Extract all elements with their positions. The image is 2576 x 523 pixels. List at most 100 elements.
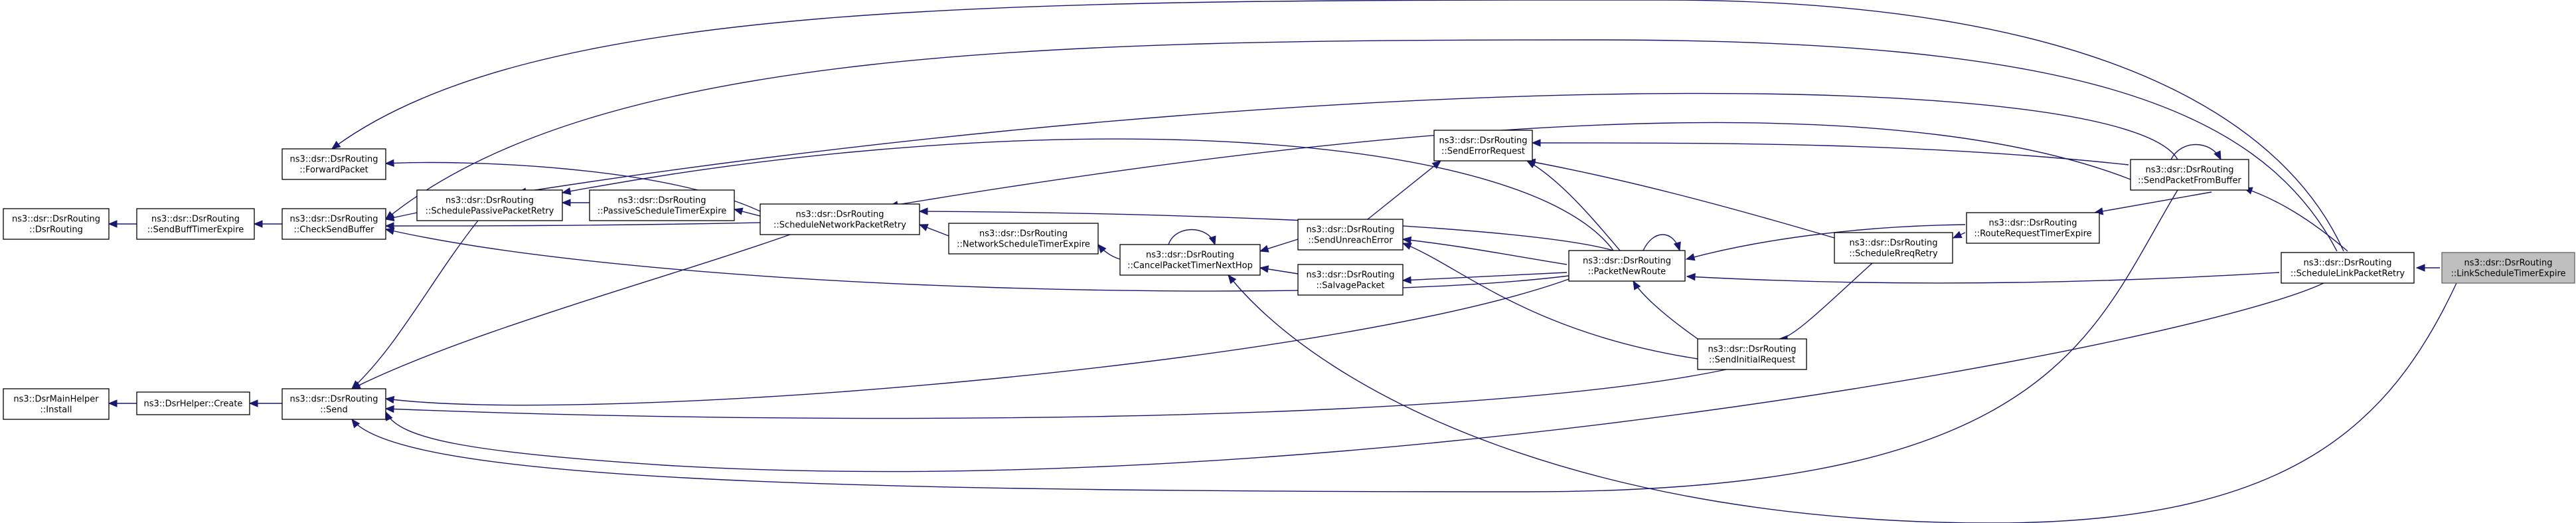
edge-line: [2170, 144, 2221, 160]
edge-arrowhead: [108, 399, 118, 407]
node-sue[interactable]: ns3::dsr::DsrRouting::SendUnreachError: [1297, 219, 1404, 251]
edge-arrowhead: [384, 395, 395, 404]
edge-cptn-to-cptn: [1168, 229, 1216, 246]
edge-arrowhead: [351, 418, 361, 429]
edge-arrowhead: [351, 380, 361, 389]
edge-line: [385, 282, 2324, 472]
edge-sir-to-srr: [1778, 262, 1873, 343]
edge-sppr-to-pnr: [561, 138, 1614, 251]
edge-arrowhead: [1097, 244, 1107, 254]
edge-send-to-snpr: [351, 234, 791, 389]
edge-arrowhead: [1259, 245, 1269, 253]
node-pnr[interactable]: ns3::dsr::DsrRouting::PacketNewRoute: [1568, 250, 1686, 282]
edge-line: [385, 278, 1570, 406]
edge-line: [331, 0, 2344, 252]
node-snpr[interactable]: ns3::dsr::DsrRouting::ScheduleNetworkPac…: [760, 203, 920, 235]
edge-arrowhead: [384, 159, 394, 167]
edge-arrowhead: [384, 222, 394, 230]
edge-ser-to-pnr: [1526, 160, 1621, 251]
node-label-line: ::CheckSendBuffer: [294, 225, 375, 235]
edge-send-to-sir: [384, 369, 1727, 419]
node-label-line: ns3::dsr::DsrRouting: [1146, 251, 1234, 261]
node-fwd[interactable]: ns3::dsr::DsrRouting::ForwardPacket: [282, 148, 386, 180]
node-sir[interactable]: ns3::dsr::DsrRouting::SendInitialRequest: [1697, 338, 1807, 370]
edge-line: [385, 369, 1727, 419]
node-label-line: ns3::DsrHelper::Create: [144, 399, 243, 409]
edge-arrowhead: [384, 213, 395, 222]
node-label-line: ::SchedulePassivePacketRetry: [426, 207, 554, 217]
node-rrte[interactable]: ns3::dsr::DsrRouting::RouteRequestTimerE…: [1966, 212, 2100, 244]
node-sppr[interactable]: ns3::dsr::DsrRouting::SchedulePassivePac…: [416, 189, 563, 221]
node-box: [282, 388, 386, 420]
edge-line: [1686, 224, 1966, 260]
node-label-line: ::ScheduleNetworkPacketRetry: [773, 221, 906, 231]
edge-send-to-hcreate: [248, 399, 282, 407]
edge-arrowhead: [1673, 241, 1681, 252]
node-label-line: ns3::dsr::DsrRouting: [1583, 257, 1671, 266]
edge-hcreate-to-install: [108, 399, 137, 407]
node-label-line: ns3::dsr::DsrRouting: [618, 196, 706, 206]
node-send[interactable]: ns3::dsr::DsrRouting::Send: [282, 388, 386, 420]
node-srr[interactable]: ns3::dsr::DsrRouting::ScheduleRreqRetry: [1834, 232, 1953, 264]
node-label-line: ns3::dsr::DsrRouting: [2464, 259, 2553, 268]
node-csb[interactable]: ns3::dsr::DsrRouting::CheckSendBuffer: [282, 208, 386, 240]
node-install[interactable]: ns3::DsrMainHelper::Install: [3, 388, 110, 420]
edge-arrowhead: [331, 140, 341, 150]
node-box: [416, 189, 563, 221]
edge-arrowhead: [561, 187, 572, 195]
edge-arrowhead: [1208, 235, 1216, 246]
edge-slpr-to-root: [2415, 264, 2440, 272]
node-nste[interactable]: ns3::dsr::DsrRouting::NetworkScheduleTim…: [948, 223, 1099, 255]
edge-arrowhead: [918, 207, 928, 215]
node-ctor[interactable]: ns3::dsr::DsrRouting::DsrRouting: [3, 208, 110, 240]
edge-line: [1526, 160, 1835, 239]
node-box: [760, 203, 920, 235]
edge-arrowhead: [1685, 253, 1696, 261]
node-salv[interactable]: ns3::dsr::DsrRouting::SalvagePacket: [1297, 264, 1404, 296]
edge-line: [351, 189, 2178, 492]
edge-arrowhead: [2415, 264, 2425, 272]
edge-arrowhead: [384, 227, 395, 235]
edge-layer: [108, 0, 2457, 523]
edge-arrowhead: [108, 220, 118, 228]
edge-send-to-spfb: [351, 189, 2178, 492]
edge-line: [351, 234, 791, 389]
node-cptn[interactable]: ns3::dsr::DsrRouting::CancelPacketTimerN…: [1119, 244, 1261, 276]
edge-arrowhead: [733, 207, 744, 215]
node-sbte[interactable]: ns3::dsr::DsrRouting::SendBuffTimerExpir…: [136, 208, 255, 240]
node-box: [3, 388, 110, 420]
node-box: [1297, 219, 1404, 251]
node-root: ns3::dsr::DsrRouting::LinkScheduleTimerE…: [2441, 252, 2575, 284]
edge-send-to-sppr: [351, 220, 479, 389]
node-box: [589, 189, 735, 221]
node-label-line: ::SendBuffTimerExpire: [147, 225, 244, 235]
node-hcreate[interactable]: ns3::DsrHelper::Create: [136, 391, 250, 415]
node-box: [948, 223, 1099, 255]
edge-line: [562, 138, 1614, 251]
edge-arrowhead: [1431, 160, 1442, 169]
node-box: [282, 148, 386, 180]
node-label-line: ns3::dsr::DsrRouting: [796, 210, 884, 220]
edge-send-to-slpr: [385, 282, 2324, 472]
node-pste[interactable]: ns3::dsr::DsrRouting::PassiveScheduleTim…: [589, 189, 735, 221]
edge-pnr-to-slpr: [1686, 272, 2280, 284]
edge-csb-to-sppr: [384, 212, 418, 222]
edge-arrowhead: [1402, 236, 1412, 245]
node-label-line: ns3::dsr::DsrRouting: [290, 215, 378, 225]
node-label-line: ns3::dsr::DsrRouting: [2146, 165, 2234, 175]
edge-line: [1779, 262, 1873, 340]
node-spfb[interactable]: ns3::dsr::DsrRouting::SendPacketFromBuff…: [2130, 159, 2249, 191]
node-label-line: ns3::dsr::DsrRouting: [445, 196, 534, 206]
edge-arrowhead: [1259, 265, 1269, 273]
node-label-line: ::SalvagePacket: [1316, 281, 1384, 291]
edge-arrowhead: [1526, 160, 1536, 169]
edge-line: [1168, 229, 1216, 245]
node-label-line: ns3::dsr::DsrRouting: [151, 215, 240, 225]
node-ser[interactable]: ns3::dsr::DsrRouting::SendErrorRequest: [1433, 130, 1533, 161]
node-slpr[interactable]: ns3::dsr::DsrRouting::ScheduleLinkPacket…: [2281, 252, 2415, 284]
node-label-line: ::Install: [40, 405, 72, 415]
node-label-line: ns3::dsr::DsrRouting: [1850, 239, 1938, 249]
edge-line: [351, 220, 479, 389]
node-label-line: ::ForwardPacket: [299, 165, 368, 175]
